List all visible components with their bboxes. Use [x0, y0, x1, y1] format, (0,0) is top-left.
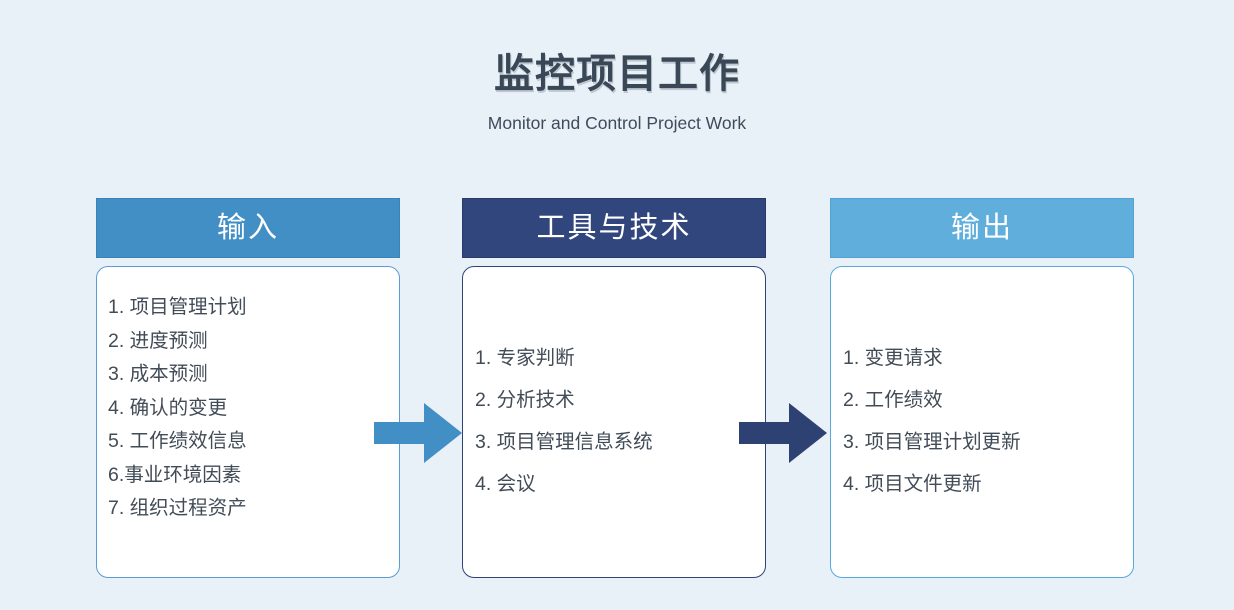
- list-item: 4. 确认的变更: [108, 396, 228, 419]
- tools-item-list: 1. 专家判断 2. 分析技术 3. 项目管理信息系统 4. 会议: [463, 267, 765, 505]
- input-column-header: 输入: [96, 198, 400, 258]
- page-title: 监控项目工作: [494, 52, 740, 96]
- list-item: 3. 项目管理信息系统: [475, 431, 653, 453]
- output-item-list: 1. 变更请求 2. 工作绩效 3. 项目管理计划更新 4. 项目文件更新: [831, 267, 1133, 505]
- list-item: 1. 专家判断: [475, 347, 575, 369]
- list-item: 3. 项目管理计划更新: [843, 431, 1021, 453]
- list-item: 6.事业环境因素: [108, 463, 242, 486]
- list-item: 2. 工作绩效: [843, 389, 943, 411]
- list-item: 3. 成本预测: [108, 363, 208, 385]
- list-item: 2. 分析技术: [475, 389, 575, 411]
- list-item: 2. 进度预测: [108, 329, 208, 352]
- arrow-right-icon: [374, 403, 462, 463]
- page-subtitle: Monitor and Control Project Work: [487, 113, 747, 133]
- tools-column-box: 1. 专家判断 2. 分析技术 3. 项目管理信息系统 4. 会议: [462, 266, 766, 578]
- output-column-box: 1. 变更请求 2. 工作绩效 3. 项目管理计划更新 4. 项目文件更新: [830, 266, 1134, 578]
- list-item: 5. 工作绩效信息: [108, 430, 247, 452]
- input-item-list: 1. 项目管理计划 2. 进度预测 3. 成本预测 4. 确认的变更 5. 工作…: [97, 267, 399, 526]
- tools-column-header: 工具与技术: [462, 198, 766, 258]
- list-item: 4. 会议: [475, 473, 536, 495]
- list-item: 7. 组织过程资产: [108, 497, 247, 519]
- arrow-right-icon: [739, 403, 827, 463]
- list-item: 4. 项目文件更新: [843, 473, 982, 495]
- output-column-header: 输出: [830, 198, 1134, 258]
- list-item: 1. 项目管理计划: [108, 296, 247, 318]
- input-column-box: 1. 项目管理计划 2. 进度预测 3. 成本预测 4. 确认的变更 5. 工作…: [96, 266, 400, 578]
- list-item: 1. 变更请求: [843, 347, 943, 369]
